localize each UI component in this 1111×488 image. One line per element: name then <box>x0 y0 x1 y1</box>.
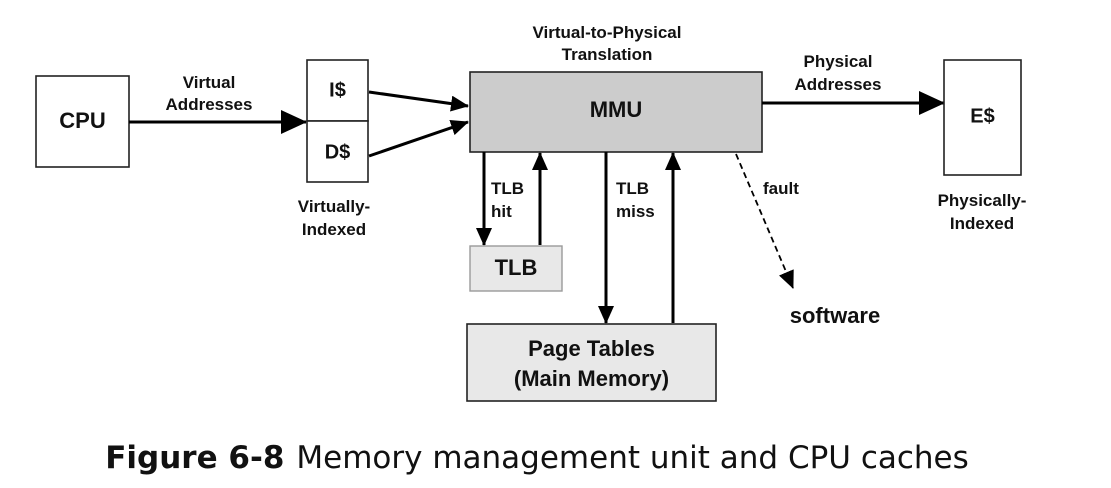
virtually-indexed-label-line2: Indexed <box>302 220 366 239</box>
ecache-box <box>943 59 1022 176</box>
figure-caption: Figure 6-8 Memory management unit and CPU… <box>105 440 969 476</box>
page-tables-label-line2: (Main Memory) <box>514 366 669 391</box>
physical-addresses-label-line2: Addresses <box>795 75 882 94</box>
page-tables-box <box>466 323 717 402</box>
icache-box <box>306 59 369 122</box>
ecache-label: E$ <box>970 105 994 127</box>
physically-indexed-label-line1: Physically- <box>938 191 1027 210</box>
icache-to-mmu-arrow <box>368 90 469 112</box>
dcache-label: D$ <box>325 141 351 163</box>
cpu-box <box>35 75 130 168</box>
virtual-addresses-label-line2: Addresses <box>166 95 253 114</box>
software-label: software <box>790 303 880 328</box>
virtual-addresses-label-line1: Virtual <box>183 73 236 92</box>
dcache-box <box>306 120 369 183</box>
tlb-label: TLB <box>495 255 538 280</box>
mmu-box <box>469 71 763 153</box>
fault-arrow <box>735 153 794 289</box>
translation-label-line1: Virtual-to-Physical <box>533 23 682 42</box>
icache-label: I$ <box>329 79 346 101</box>
figure-caption-text: Memory management unit and CPU caches <box>296 440 968 476</box>
tlb-miss-label-line2: miss <box>616 202 655 221</box>
cpu-label: CPU <box>59 108 105 133</box>
fault-label: fault <box>763 179 799 198</box>
physically-indexed-label-line2: Indexed <box>950 214 1014 233</box>
tlb-miss-label-line1: TLB <box>616 179 649 198</box>
translation-label-line2: Translation <box>562 45 653 64</box>
figure-caption-number: Figure 6-8 <box>105 440 284 476</box>
tlb-hit-label-line2: hit <box>491 202 512 221</box>
mmu-label: MMU <box>590 97 643 122</box>
tlb-box <box>469 245 563 292</box>
page-tables-label-line1: Page Tables <box>528 336 655 361</box>
physical-addresses-label-line1: Physical <box>804 52 873 71</box>
tlb-hit-label-line1: TLB <box>491 179 524 198</box>
dcache-to-mmu-arrow <box>368 119 469 158</box>
virtually-indexed-label-line1: Virtually- <box>298 197 370 216</box>
